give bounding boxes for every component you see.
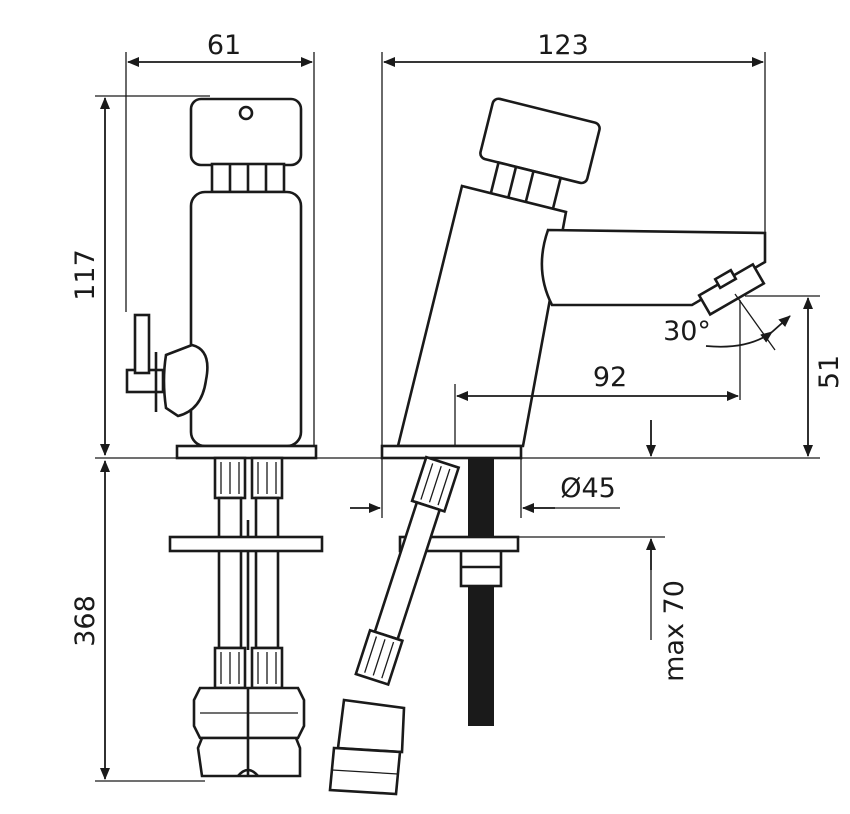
front-view: [125, 97, 324, 778]
dimension-lines: [95, 52, 820, 782]
dim-body-height: 117: [70, 249, 101, 301]
dim-spout-height: 51: [814, 355, 845, 389]
button-hole-icon: [238, 105, 254, 121]
side-view: [328, 97, 767, 796]
dim-spout-angle: 30°: [663, 316, 711, 347]
dim-base-diameter: Ø45: [560, 473, 616, 504]
dim-spout-reach: 92: [593, 362, 627, 393]
dim-front-width: 61: [207, 30, 241, 61]
dim-max-thickness: max 70: [659, 580, 690, 682]
dim-hose-length: 368: [70, 595, 101, 647]
dim-side-width: 123: [537, 30, 589, 61]
